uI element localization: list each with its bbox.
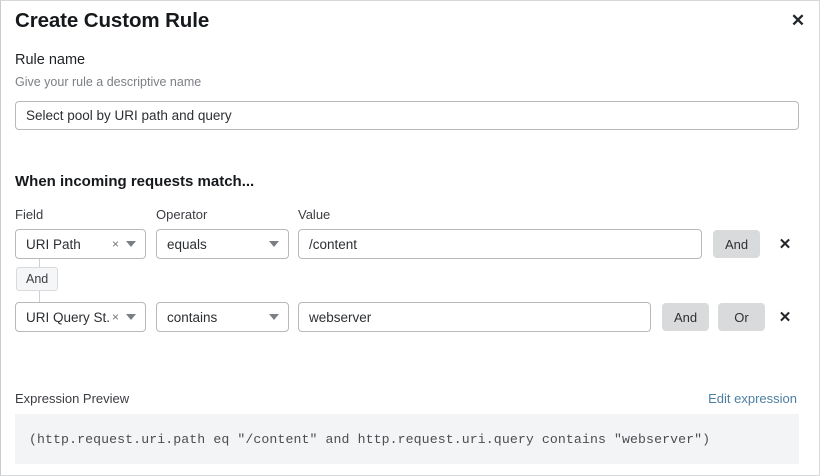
condition-connector: And bbox=[16, 259, 136, 304]
connector-and-badge[interactable]: And bbox=[16, 267, 59, 291]
and-button-1[interactable]: And bbox=[713, 230, 761, 258]
operator-select-value-1: equals bbox=[167, 236, 207, 252]
column-label-operator: Operator bbox=[156, 207, 208, 222]
chevron-down-icon bbox=[126, 314, 136, 320]
rule-name-input[interactable] bbox=[15, 101, 799, 130]
condition-row: URI Query St... × contains And Or ✕ bbox=[1, 302, 820, 332]
expression-preview-text: (http.request.uri.path eq "/content" and… bbox=[29, 431, 711, 447]
clear-icon[interactable]: × bbox=[111, 237, 119, 251]
column-label-field: Field bbox=[15, 207, 44, 222]
rule-name-help-text: Give your rule a descriptive name bbox=[15, 75, 202, 89]
column-label-value: Value bbox=[298, 207, 331, 222]
chevron-down-icon bbox=[126, 241, 136, 247]
edit-expression-link[interactable]: Edit expression bbox=[708, 391, 797, 406]
close-icon[interactable]: ✕ bbox=[786, 8, 810, 32]
dialog-title: Create Custom Rule bbox=[15, 9, 210, 32]
value-input-2[interactable] bbox=[298, 302, 651, 332]
operator-select-value-2: contains bbox=[167, 309, 218, 325]
or-button-2[interactable]: Or bbox=[718, 303, 765, 331]
field-select-1[interactable]: URI Path × bbox=[15, 229, 146, 259]
chevron-down-icon bbox=[269, 241, 279, 247]
operator-select-2[interactable]: contains bbox=[156, 302, 289, 332]
remove-condition-icon-2[interactable]: ✕ bbox=[774, 302, 796, 332]
expression-preview-label: Expression Preview bbox=[15, 391, 130, 406]
field-select-value-2: URI Query St... bbox=[26, 309, 110, 325]
field-select-value-1: URI Path bbox=[26, 236, 81, 252]
value-input-1[interactable] bbox=[298, 229, 702, 259]
field-select-2[interactable]: URI Query St... × bbox=[15, 302, 146, 332]
operator-select-1[interactable]: equals bbox=[156, 229, 289, 259]
match-section-heading: When incoming requests match... bbox=[15, 173, 255, 190]
remove-condition-icon-1[interactable]: ✕ bbox=[774, 229, 796, 259]
and-button-2[interactable]: And bbox=[662, 303, 710, 331]
chevron-down-icon bbox=[269, 314, 279, 320]
condition-row: URI Path × equals And ✕ bbox=[1, 229, 820, 259]
clear-icon[interactable]: × bbox=[111, 310, 119, 324]
rule-name-label: Rule name bbox=[15, 52, 86, 68]
expression-preview-box: (http.request.uri.path eq "/content" and… bbox=[15, 414, 799, 464]
